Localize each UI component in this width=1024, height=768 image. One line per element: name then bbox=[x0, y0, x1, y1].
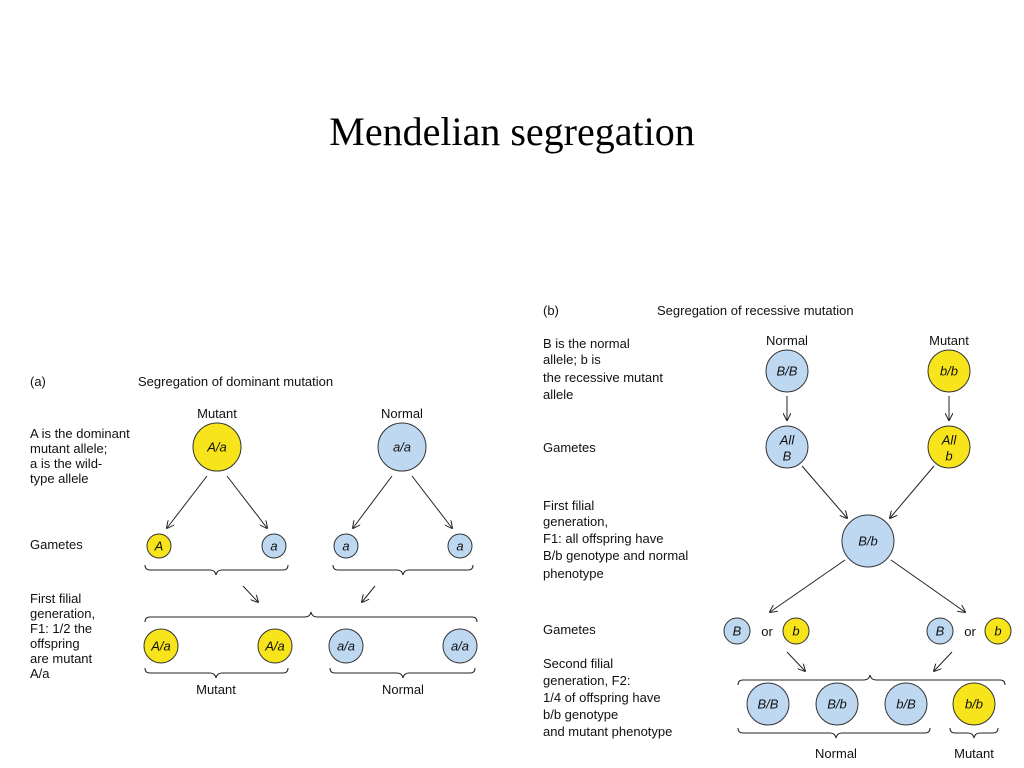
parent-mutant-node bbox=[192, 422, 242, 472]
f2-node bbox=[815, 682, 859, 726]
parent-normal-genotype: B/B bbox=[777, 364, 798, 379]
panel-a-normal-label: Normal bbox=[381, 406, 423, 421]
gamete-node bbox=[926, 617, 954, 645]
gamete-label: B bbox=[936, 624, 945, 639]
gamete-label: A bbox=[154, 539, 164, 554]
gamete-node bbox=[261, 533, 287, 559]
gamete-label: b bbox=[994, 624, 1001, 639]
arrow bbox=[411, 475, 452, 528]
slide-title: Mendelian segregation bbox=[329, 109, 695, 154]
gamete-label: b bbox=[792, 624, 799, 639]
panel-a-bottom-mutant: Mutant bbox=[196, 682, 236, 697]
parent-normal-genotype: a/a bbox=[393, 440, 411, 455]
f2-node bbox=[746, 682, 790, 726]
normal-brace bbox=[329, 667, 476, 679]
offspring-node bbox=[257, 628, 293, 664]
f2-genotype: b/B bbox=[896, 697, 916, 712]
gamete-node bbox=[723, 617, 751, 645]
panel-b-description: B is the normal allele; b is the recessi… bbox=[543, 336, 667, 402]
f2-brace bbox=[737, 674, 1006, 686]
offspring-genotype: A/a bbox=[150, 639, 171, 654]
panel-a-bottom-normal: Normal bbox=[382, 682, 424, 697]
gamete-all-b-node bbox=[927, 425, 971, 469]
panel-b-mutant-label: Mutant bbox=[929, 333, 969, 348]
parent-mutant-node bbox=[927, 349, 971, 393]
gamete-all-B-line1: All bbox=[779, 433, 796, 448]
panel-b-heading: Segregation of recessive mutation bbox=[657, 303, 854, 318]
offspring-node bbox=[143, 628, 179, 664]
panel-a-gametes-label: Gametes bbox=[30, 537, 83, 552]
panel-b-bottom-normal: Normal bbox=[815, 746, 857, 761]
arrow bbox=[786, 651, 805, 671]
f1-node bbox=[841, 514, 895, 568]
gamete-node bbox=[333, 533, 359, 559]
gamete-node bbox=[447, 533, 473, 559]
panel-a-mutant-label: Mutant bbox=[197, 406, 237, 421]
arrow bbox=[890, 559, 965, 612]
gamete-label: a bbox=[456, 539, 463, 554]
normal-brace bbox=[737, 727, 931, 739]
arrow bbox=[167, 475, 208, 528]
arrow bbox=[770, 559, 846, 612]
gamete-all-b-line1: All bbox=[941, 433, 958, 448]
arrow bbox=[242, 585, 258, 602]
gamete-node bbox=[146, 533, 172, 559]
panel-a-heading: Segregation of dominant mutation bbox=[138, 374, 333, 389]
offspring-genotype: a/a bbox=[451, 639, 469, 654]
gamete-node bbox=[782, 617, 810, 645]
gamete-brace bbox=[332, 564, 474, 576]
offspring-genotype: a/a bbox=[337, 639, 355, 654]
panel-b-bottom-mutant: Mutant bbox=[954, 746, 994, 761]
f2-node bbox=[952, 682, 996, 726]
panel-b-f2-description: Second filial generation, F2: 1/4 of off… bbox=[543, 656, 672, 739]
gamete-label: B bbox=[733, 624, 742, 639]
parent-normal-node bbox=[377, 422, 427, 472]
mutant-brace bbox=[949, 727, 999, 739]
gamete-label: a bbox=[342, 539, 349, 554]
gamete-node bbox=[984, 617, 1012, 645]
panel-a-letter: (a) bbox=[30, 374, 46, 389]
offspring-node bbox=[328, 628, 364, 664]
offspring-brace bbox=[144, 611, 478, 623]
panel-a-f1-description: First filial generation, F1: 1/2 the off… bbox=[30, 591, 99, 681]
arrow bbox=[890, 465, 935, 518]
f2-node bbox=[884, 682, 928, 726]
panel-a-description: A is the dominant mutant allele; a is th… bbox=[30, 426, 133, 486]
arrow bbox=[353, 475, 393, 528]
panel-b-gametes2-label: Gametes bbox=[543, 622, 596, 637]
offspring-genotype: A/a bbox=[264, 639, 285, 654]
panel-b-letter: (b) bbox=[543, 303, 559, 318]
arrow bbox=[934, 651, 953, 671]
f2-genotype: B/B bbox=[758, 697, 779, 712]
panel-b-normal-label: Normal bbox=[766, 333, 808, 348]
f2-genotype: b/b bbox=[965, 697, 983, 712]
panel-b-f1-description: First filial generation, F1: all offspri… bbox=[543, 498, 692, 581]
panel-b-gametes-label: Gametes bbox=[543, 440, 596, 455]
panel-b: (b) Segregation of recessive mutation No… bbox=[543, 303, 1012, 761]
or-text: or bbox=[761, 624, 773, 639]
f1-genotype: B/b bbox=[858, 534, 878, 549]
parent-normal-node bbox=[765, 349, 809, 393]
gamete-all-B-line2: B bbox=[783, 449, 792, 464]
offspring-node bbox=[442, 628, 478, 664]
arrow bbox=[226, 475, 267, 528]
gamete-all-b-line2: b bbox=[945, 449, 952, 464]
arrow bbox=[362, 585, 376, 602]
gamete-all-B-node bbox=[765, 425, 809, 469]
gamete-label: a bbox=[270, 539, 277, 554]
gamete-brace bbox=[144, 564, 289, 576]
parent-mutant-genotype: b/b bbox=[940, 364, 958, 379]
mutant-brace bbox=[144, 667, 289, 679]
parent-mutant-genotype: A/a bbox=[206, 440, 227, 455]
arrow bbox=[801, 465, 847, 518]
f2-genotype: B/b bbox=[827, 697, 847, 712]
or-text: or bbox=[964, 624, 976, 639]
panel-a: (a) Segregation of dominant mutation Mut… bbox=[30, 374, 478, 697]
